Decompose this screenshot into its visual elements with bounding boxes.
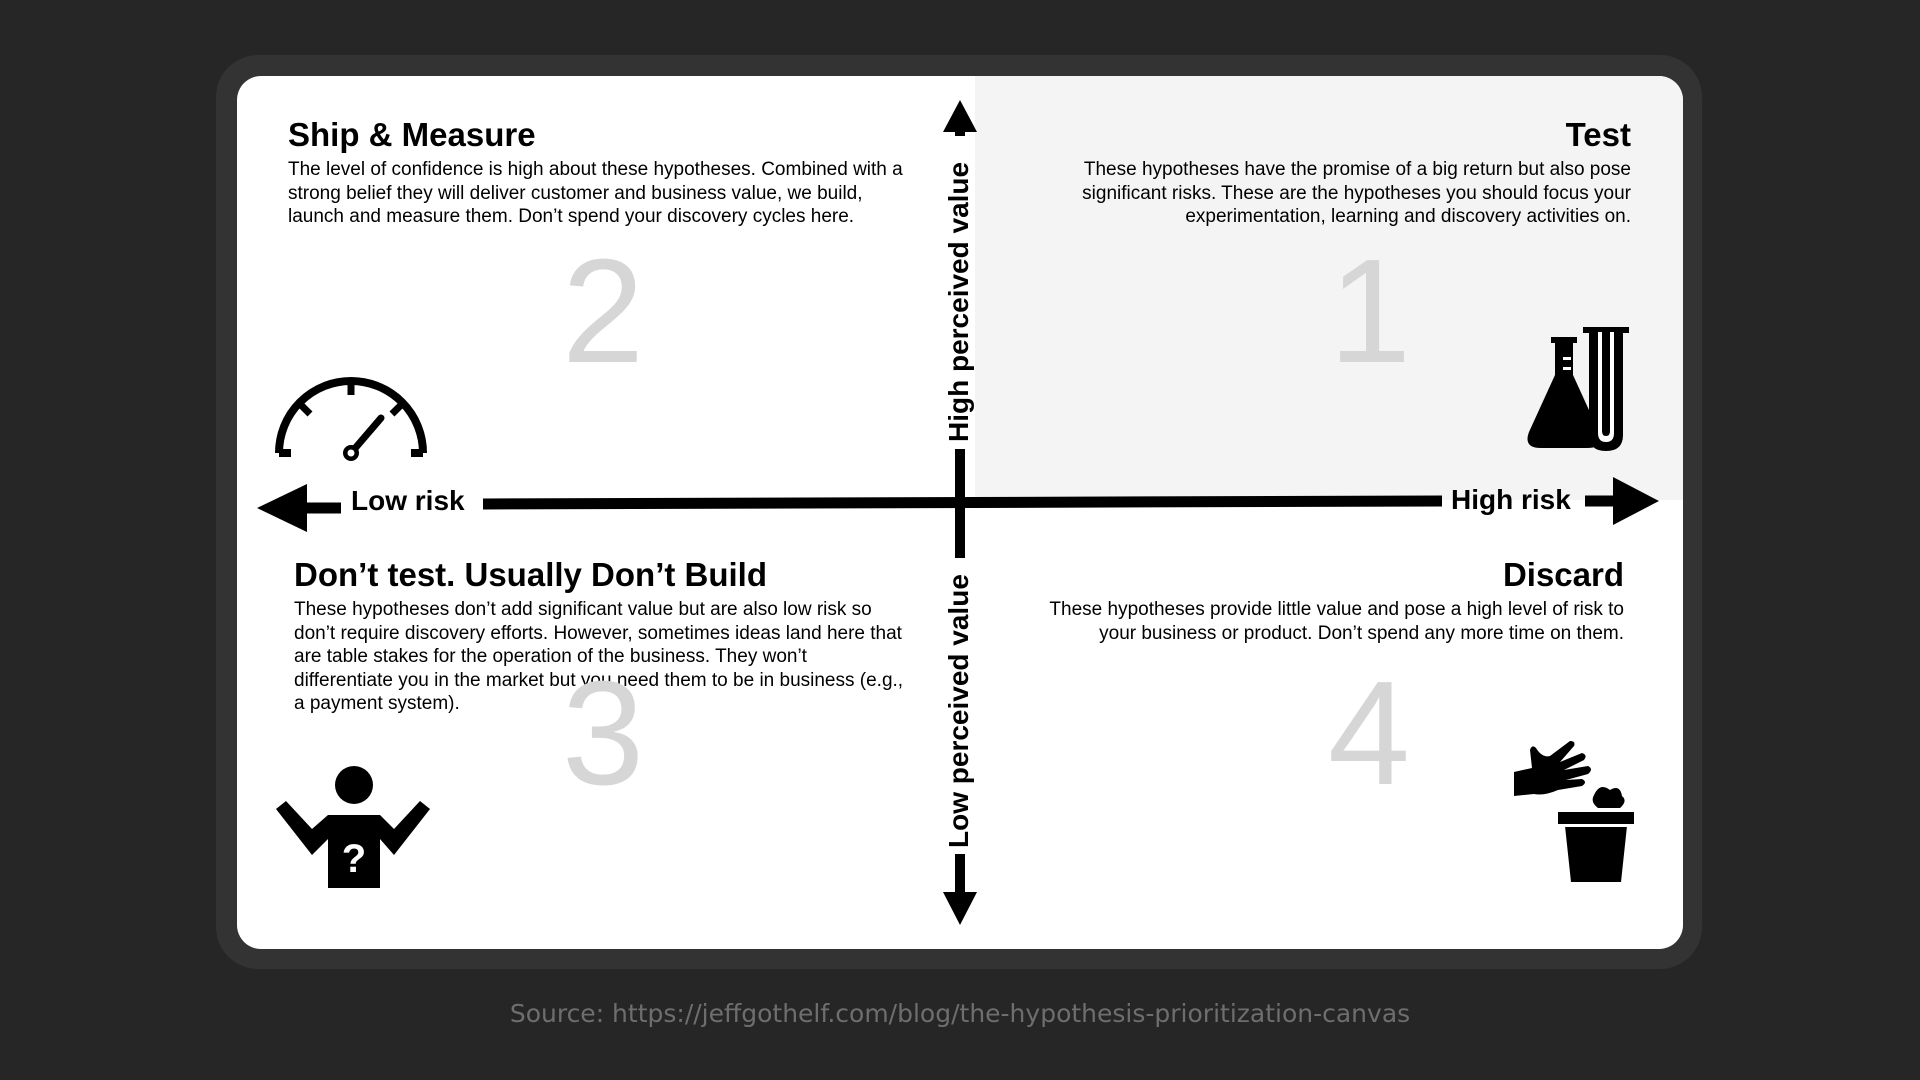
- axis-label-high-risk: High risk: [1451, 484, 1571, 515]
- lab-flask-icon: [1527, 327, 1629, 451]
- prioritization-canvas: Ship & Measure The level of confidence i…: [237, 76, 1683, 949]
- quadrant-description-discard: These hypotheses provide little value an…: [1049, 599, 1624, 644]
- confused-person-icon: ?: [276, 766, 430, 888]
- axes: [257, 100, 1659, 925]
- quadrant-number-1: 1: [1328, 229, 1412, 394]
- arrow-right-icon: [1613, 477, 1659, 525]
- source-caption: Source: https://jeffgothelf.com/blog/the…: [509, 999, 1411, 1028]
- quadrant-number-2: 2: [561, 229, 645, 394]
- axis-label-low-perceived-value: Low perceived value: [943, 574, 974, 848]
- quadrant-description-test: These hypotheses have the promise of a b…: [1082, 159, 1631, 227]
- quadrant-title-test: Test: [1565, 116, 1631, 153]
- quadrant-description-ship-measure: The level of confidence is high about th…: [288, 159, 903, 227]
- axis-label-high-perceived-value: High perceived value: [943, 161, 974, 442]
- quadrant-title-discard: Discard: [1502, 556, 1624, 593]
- quadrant-number-4: 4: [1327, 651, 1411, 816]
- arrow-left-icon: [257, 484, 307, 532]
- svg-text:?: ?: [342, 837, 366, 881]
- quadrant-description-dont-test: These hypotheses don’t add significant v…: [294, 599, 904, 714]
- arrow-down-icon: [943, 892, 977, 925]
- speedometer-icon: [275, 377, 427, 461]
- trash-discard-icon: [1514, 741, 1634, 882]
- quadrant-title-dont-test: Don’t test. Usually Don’t Build: [294, 556, 768, 593]
- arrow-up-icon: [943, 100, 977, 132]
- axis-label-low-risk: Low risk: [351, 485, 465, 516]
- quadrant-number-3: 3: [561, 651, 645, 816]
- quadrant-title-ship-measure: Ship & Measure: [288, 116, 536, 153]
